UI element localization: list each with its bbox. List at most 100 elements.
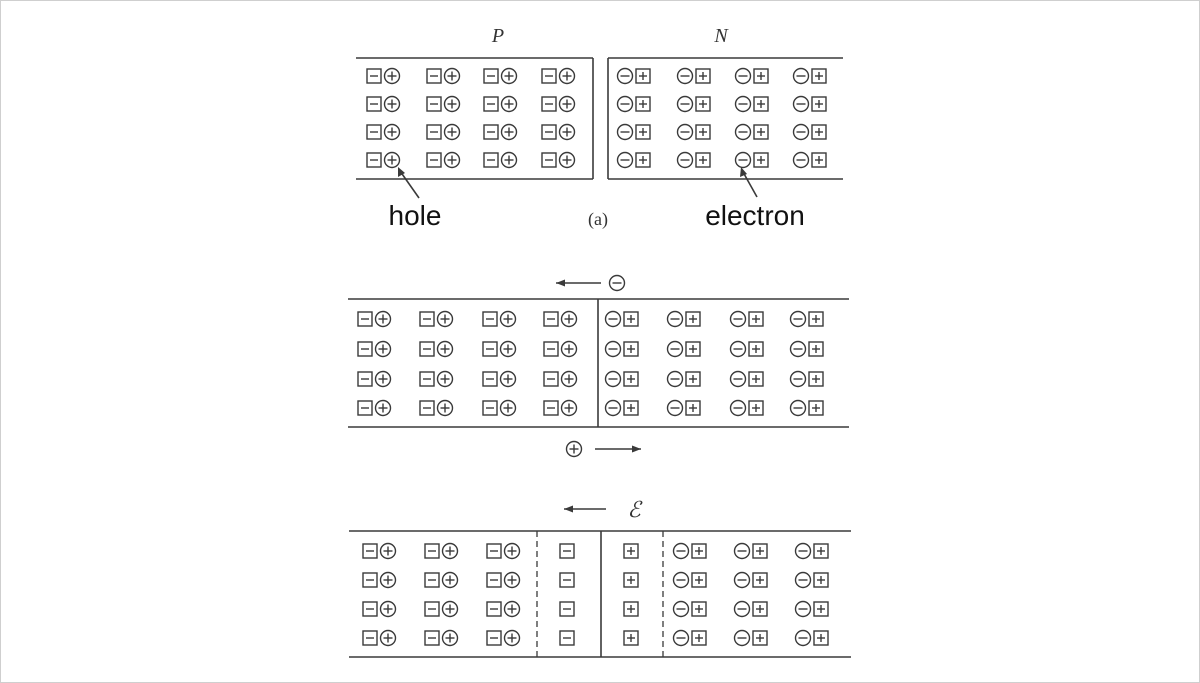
square-outline (357, 371, 373, 387)
circle-outline (503, 600, 521, 618)
acceptor-ion-icon (541, 96, 557, 112)
donor-ion-icon (691, 543, 707, 559)
circle-outline (672, 600, 690, 618)
donor-ion-icon (813, 572, 829, 588)
square-outline (623, 601, 639, 617)
square-outline (357, 311, 373, 327)
donor-ion-icon (748, 371, 764, 387)
donor-ion-icon (808, 400, 824, 416)
square-outline (482, 400, 498, 416)
square-outline (748, 371, 764, 387)
square-outline (419, 341, 435, 357)
acceptor-ion-icon (426, 96, 442, 112)
hole-icon (503, 542, 521, 560)
hole-icon (379, 542, 397, 560)
square-outline (623, 400, 639, 416)
circle-outline (733, 542, 751, 560)
electron-icon (676, 151, 694, 169)
circle-outline (499, 399, 517, 417)
donor-ion-icon (685, 311, 701, 327)
electron-icon (604, 370, 622, 388)
diffusing-electron-icon (608, 274, 626, 292)
acceptor-ion-icon (486, 572, 502, 588)
arrow-head (632, 445, 641, 453)
donor-ion-icon (623, 400, 639, 416)
acceptor-ion-icon (559, 543, 575, 559)
acceptor-ion-icon (357, 400, 373, 416)
donor-ion-icon (623, 630, 639, 646)
square-outline (419, 371, 435, 387)
circle-outline (672, 542, 690, 560)
circle-outline (794, 629, 812, 647)
square-outline (426, 124, 442, 140)
electron-icon (734, 95, 752, 113)
donor-ion-icon (691, 601, 707, 617)
hole-icon (500, 67, 518, 85)
square-outline (623, 543, 639, 559)
circle-outline (792, 151, 810, 169)
donor-ion-icon (695, 124, 711, 140)
hole-icon (503, 571, 521, 589)
square-outline (691, 601, 707, 617)
circle-outline (672, 629, 690, 647)
donor-ion-icon (635, 68, 651, 84)
circle-outline (666, 399, 684, 417)
acceptor-ion-icon (543, 311, 559, 327)
p-region-label: P (491, 25, 504, 47)
circle-outline (558, 95, 576, 113)
square-outline (635, 152, 651, 168)
square-outline (623, 341, 639, 357)
circle-outline (499, 310, 517, 328)
acceptor-ion-icon (426, 68, 442, 84)
circle-outline (383, 95, 401, 113)
hole-icon (436, 370, 454, 388)
n-region-label: N (713, 25, 729, 47)
square-outline (813, 601, 829, 617)
donor-ion-icon (635, 152, 651, 168)
acceptor-ion-icon (543, 341, 559, 357)
square-outline (811, 152, 827, 168)
square-outline (753, 68, 769, 84)
circle-outline (560, 340, 578, 358)
square-outline (366, 152, 382, 168)
circle-outline (604, 370, 622, 388)
electron-icon (604, 340, 622, 358)
hole-pointer-head (398, 167, 405, 177)
acceptor-ion-icon (483, 152, 499, 168)
donor-ion-icon (813, 630, 829, 646)
circle-outline (560, 399, 578, 417)
donor-ion-icon (811, 96, 827, 112)
circle-outline (734, 123, 752, 141)
acceptor-ion-icon (357, 371, 373, 387)
electron-diffusion-arrow (556, 279, 601, 287)
acceptor-ion-icon (424, 543, 440, 559)
electron-icon (792, 67, 810, 85)
circle-outline (436, 370, 454, 388)
hole-icon (374, 370, 392, 388)
circle-outline (666, 370, 684, 388)
electric-field-arrow (564, 505, 606, 513)
acceptor-ion-icon (482, 371, 498, 387)
square-outline (482, 311, 498, 327)
hole-icon (560, 310, 578, 328)
square-outline (543, 341, 559, 357)
electron-icon (792, 95, 810, 113)
circle-outline (441, 542, 459, 560)
circle-outline (672, 571, 690, 589)
electron-icon (794, 629, 812, 647)
acceptor-ion-icon (362, 543, 378, 559)
circle-outline (666, 340, 684, 358)
donor-ion-icon (808, 371, 824, 387)
circle-outline (734, 151, 752, 169)
hole-icon (379, 571, 397, 589)
square-outline (752, 572, 768, 588)
acceptor-ion-icon (543, 371, 559, 387)
square-outline (813, 572, 829, 588)
circle-outline (441, 629, 459, 647)
square-outline (695, 124, 711, 140)
square-outline (486, 601, 502, 617)
circle-outline (604, 399, 622, 417)
electron-icon (672, 571, 690, 589)
circle-outline (733, 600, 751, 618)
